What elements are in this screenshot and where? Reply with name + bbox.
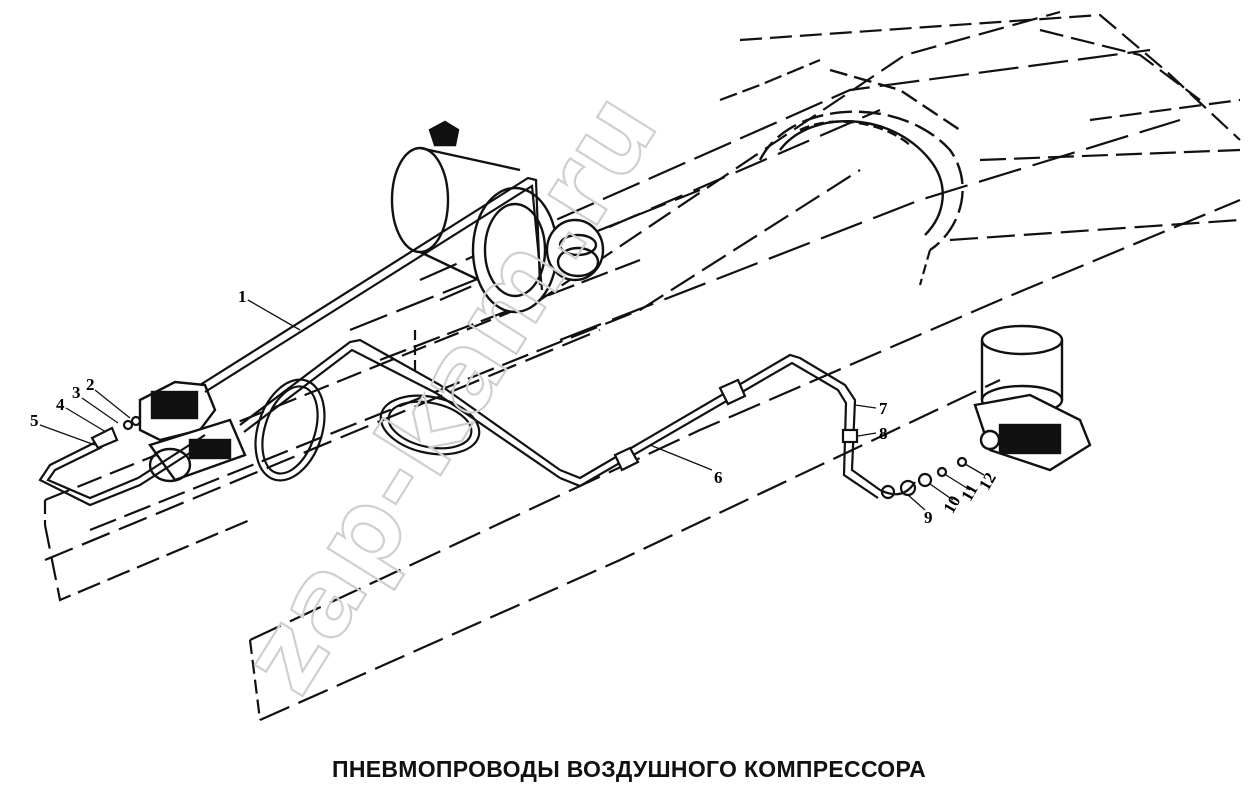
callout-1: 1 (238, 287, 247, 306)
pipelines (38, 176, 968, 507)
callout-3: 3 (72, 383, 81, 402)
callout-4: 4 (56, 395, 65, 414)
callout-9: 9 (924, 508, 933, 527)
diagram-caption: ПНЕВМОПРОВОДЫ ВОЗДУШНОГО КОМПРЕССОРА (331, 756, 927, 782)
callout-5: 5 (30, 411, 39, 430)
leader-lines (39, 299, 985, 511)
callout-2: 2 (86, 375, 95, 394)
rear-housing (758, 68, 964, 251)
callout-7: 7 (879, 399, 888, 418)
callout-6: 6 (714, 468, 723, 487)
watermark: zap-kam.ru (218, 71, 682, 713)
frame-outline (43, 10, 1241, 722)
callout-8: 8 (879, 424, 888, 443)
air-dryer (973, 324, 1092, 472)
